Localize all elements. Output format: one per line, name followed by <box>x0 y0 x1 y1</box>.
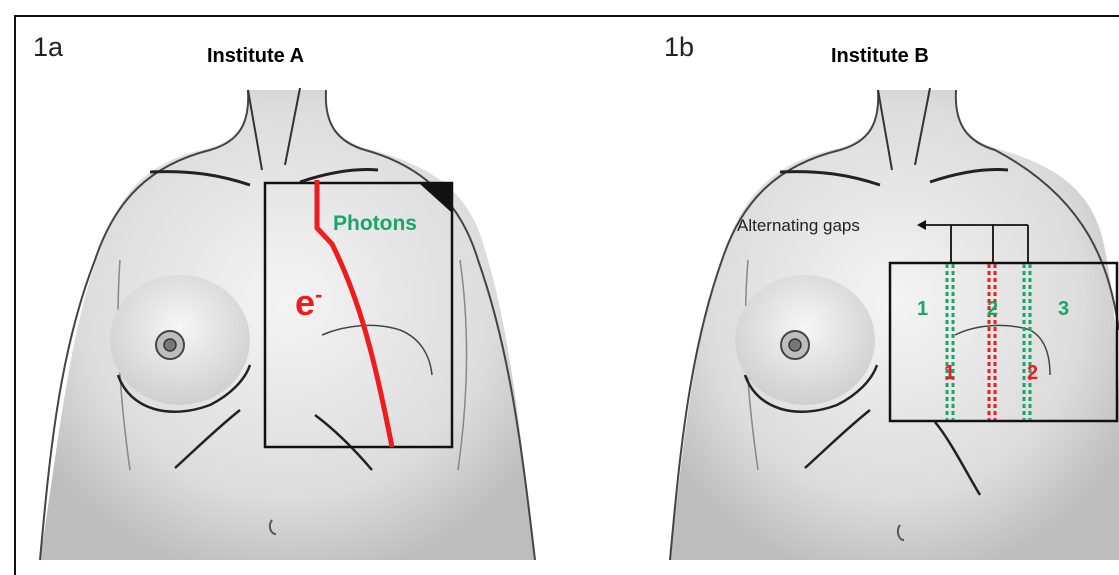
field-number-green-1: 1 <box>917 298 928 321</box>
electron-symbol: e <box>295 282 315 323</box>
alternating-gaps-label: Alternating gaps <box>737 216 860 236</box>
electron-label: e- <box>295 282 322 324</box>
field-number-red-1: 1 <box>944 362 955 385</box>
panel-title-b: Institute B <box>831 45 929 68</box>
electron-charge: - <box>315 282 322 307</box>
field-number-green-3: 3 <box>1058 298 1069 321</box>
panel-label-a: 1a <box>33 32 63 63</box>
field-number-red-2: 2 <box>1027 362 1038 385</box>
torso-a <box>40 88 535 560</box>
panel-title-a: Institute A <box>207 45 304 68</box>
field-number-green-2: 2 <box>987 298 998 321</box>
panel-label-b: 1b <box>664 32 694 63</box>
photons-label: Photons <box>333 212 417 236</box>
torso-b <box>670 88 1119 560</box>
